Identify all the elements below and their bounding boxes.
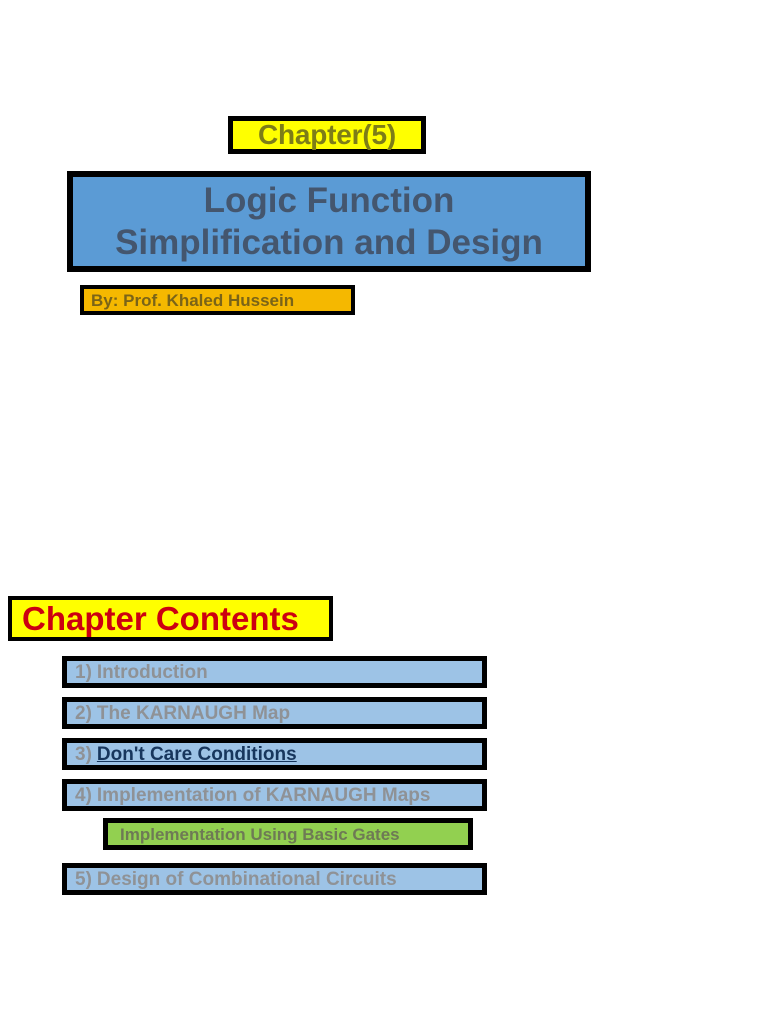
chapter-badge-label: Chapter(5) <box>257 119 396 150</box>
contents-item-label: Don't Care Conditions <box>96 743 297 765</box>
contents-item-label: Design of Combinational Circuits <box>96 868 397 890</box>
contents-item-number: 3) <box>75 743 92 765</box>
chapter-contents-heading-label: Chapter Contents <box>22 600 299 637</box>
slide-title-box: Logic Function Simplification and Design <box>67 171 591 272</box>
author-box: By: Prof. Khaled Hussein <box>80 285 355 315</box>
chapter-contents-heading: Chapter Contents <box>8 596 333 641</box>
contents-subitem-implementation-using-basic-gates[interactable]: Implementation Using Basic Gates <box>103 818 473 850</box>
contents-item-dont-care-conditions[interactable]: 3) Don't Care Conditions <box>62 738 487 770</box>
contents-item-number: 1) <box>75 661 92 683</box>
contents-item-number: 2) <box>75 702 92 724</box>
contents-item-introduction[interactable]: 1) Introduction <box>62 656 487 688</box>
contents-item-design-of-combinational-circuits[interactable]: 5) Design of Combinational Circuits <box>62 863 487 895</box>
chapter-badge: Chapter(5) <box>228 116 426 154</box>
contents-item-label: Implementation of KARNAUGH Maps <box>96 784 431 806</box>
contents-item-number: 4) <box>75 784 92 806</box>
contents-item-karnaugh-map[interactable]: 2) The KARNAUGH Map <box>62 697 487 729</box>
contents-item-label: Introduction <box>96 661 208 683</box>
contents-item-number: 5) <box>75 868 92 890</box>
contents-item-implementation-of-karnaugh-maps[interactable]: 4) Implementation of KARNAUGH Maps <box>62 779 487 811</box>
contents-subitem-label: Implementation Using Basic Gates <box>120 824 400 844</box>
slide-title-line-1: Logic Function <box>203 181 455 221</box>
contents-item-label: The KARNAUGH Map <box>96 702 291 724</box>
author-label: By: Prof. Khaled Hussein <box>91 290 295 310</box>
slide-title-line-2: Simplification and Design <box>115 222 543 262</box>
